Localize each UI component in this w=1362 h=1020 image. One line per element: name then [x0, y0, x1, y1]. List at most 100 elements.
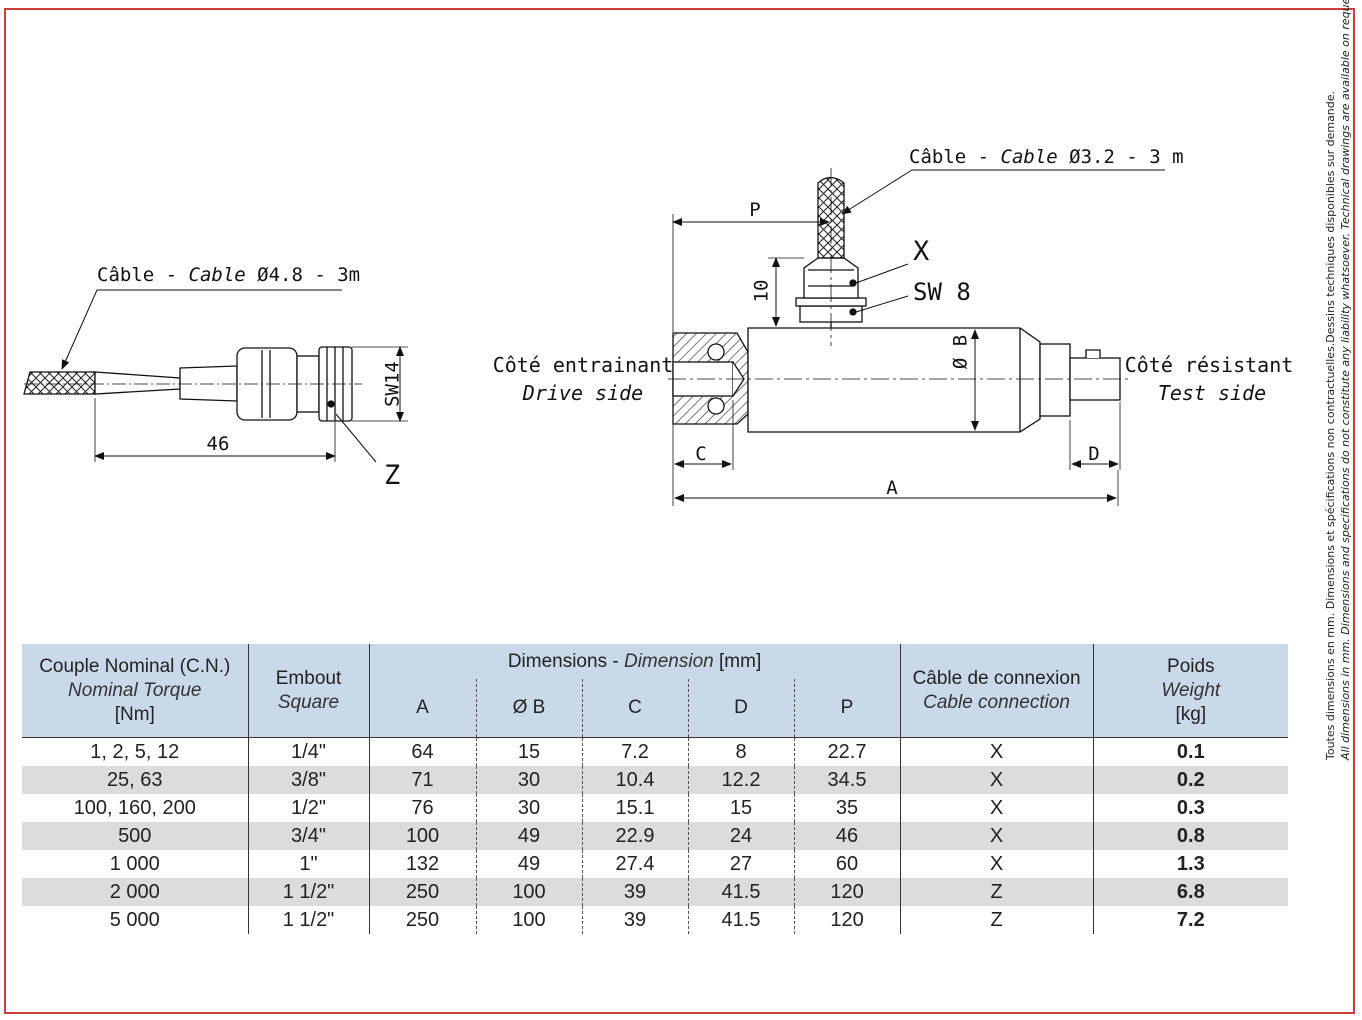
cell-b: 49 [475, 850, 582, 878]
header-dim-p: P [793, 679, 901, 738]
table-row: 25, 63 3/8" 71 30 10.4 12.2 34.5 X 0.2 [22, 766, 1289, 794]
cell-b: 49 [475, 822, 582, 850]
label-sw8: SW 8 [913, 278, 971, 306]
test-side-label-en: Test side [1158, 381, 1266, 405]
cell-square: 3/4" [247, 822, 369, 850]
cell-a: 100 [368, 822, 476, 850]
table-row: 5 000 1 1/2" 250 100 39 41.5 120 Z 7.2 [22, 906, 1289, 934]
dimension-d: D [1088, 443, 1099, 465]
disclaimer-en: All dimensions in mm. Dimensions and spe… [1339, 0, 1352, 760]
cell-p: 46 [793, 822, 901, 850]
cell-weight: 7.2 [1092, 906, 1289, 934]
dimension-c: C [695, 443, 706, 465]
table-row: 500 3/4" 100 49 22.9 24 46 X 0.8 [22, 822, 1289, 850]
cell-torque: 1, 2, 5, 12 [90, 741, 180, 763]
dimension-b: Ø B [950, 335, 972, 369]
disclaimer-note: Toutes dimensions en mm. Dimensions et s… [1323, 0, 1353, 760]
cell-c: 27.4 [581, 850, 688, 878]
label-z: Z [384, 460, 400, 491]
cell-c: 39 [581, 878, 688, 906]
header-dim-b: Ø B [475, 679, 582, 738]
dimension-sw14: SW14 [382, 361, 404, 407]
cell-weight: 0.1 [1092, 737, 1289, 766]
connector-drawing [23, 289, 408, 463]
cable-label-right: Câble - Cable Ø3.2 - 3 m [909, 146, 1184, 168]
cell-b: 30 [475, 794, 582, 822]
cell-weight: 6.8 [1092, 878, 1289, 906]
disclaimer-fr: Toutes dimensions en mm. Dimensions et s… [1324, 90, 1337, 760]
specifications-table: Couple Nominal (C.N.) Nominal Torque [Nm… [22, 644, 1289, 934]
cell-weight: 1.3 [1092, 850, 1289, 878]
table-row: 1 000 1" 132 49 27.4 27 60 X 1.3 [22, 850, 1289, 878]
cell-square: 1/2" [247, 794, 369, 822]
cell-b: 15 [475, 737, 582, 766]
cell-a: 64 [368, 737, 476, 766]
cell-p: 34.5 [793, 766, 901, 794]
cell-torque: 5 000 [109, 909, 160, 931]
cell-d: 24 [687, 822, 794, 850]
dimension-10: 10 [751, 280, 773, 303]
cell-d: 12.2 [687, 766, 794, 794]
page-frame [4, 8, 1355, 1014]
table-row: 1, 2, 5, 12 1/4" 64 15 7.2 8 22.7 X 0.1 [22, 737, 1289, 766]
header-square: Embout Square [247, 644, 369, 738]
cell-torque: 25, 63 [22, 766, 248, 794]
header-cable: Câble de connexion Cable connection [899, 644, 1094, 738]
cell-p: 120 [793, 906, 901, 934]
cell-torque: 500 [22, 822, 248, 850]
cell-cable: X [899, 794, 1094, 822]
label-x: X [913, 236, 929, 267]
cell-b: 100 [475, 878, 582, 906]
cell-b: 100 [475, 906, 582, 934]
table-row: 100, 160, 200 1/2" 76 30 15.1 15 35 X 0.… [22, 794, 1289, 822]
cell-torque: 2 000 [22, 878, 248, 906]
cell-square: 3/8" [247, 766, 369, 794]
cell-cable: Z [899, 878, 1094, 906]
cell-weight: 0.3 [1092, 794, 1289, 822]
cell-torque: 100, 160, 200 [73, 797, 196, 819]
drive-side-label: Côté entrainant [493, 353, 674, 377]
header-dimensions: Dimensions - Dimension [mm] [368, 644, 901, 679]
cell-p: 35 [793, 794, 901, 822]
cell-d: 15 [687, 794, 794, 822]
header-dim-c: C [581, 679, 688, 738]
cable-label-left: Câble - Cable Ø4.8 - 3m [97, 264, 360, 286]
cell-cable: X [899, 766, 1094, 794]
drive-side-label-en: Drive side [522, 381, 643, 405]
cell-a: 250 [368, 878, 476, 906]
cell-d: 8 [687, 737, 794, 766]
cell-square: 1 1/2" [247, 878, 369, 906]
cell-cable: Z [899, 906, 1094, 934]
cell-cable: X [899, 822, 1094, 850]
dimension-p: P [749, 199, 760, 221]
test-side-label: Côté résistant [1125, 353, 1294, 377]
header-dim-a: A [368, 679, 476, 738]
dimension-a: A [886, 477, 898, 499]
cell-cable: X [899, 737, 1094, 766]
header-weight: Poids Weight [kg] [1092, 644, 1289, 738]
cell-a: 132 [368, 850, 476, 878]
cell-torque: 1 000 [109, 853, 160, 875]
header-torque: Couple Nominal (C.N.) Nominal Torque [Nm… [22, 644, 248, 738]
cell-c: 7.2 [581, 737, 688, 766]
cell-cable: X [899, 850, 1094, 878]
cell-b: 30 [475, 766, 582, 794]
cell-d: 41.5 [687, 878, 794, 906]
cell-c: 39 [581, 906, 688, 934]
cell-weight: 0.2 [1092, 766, 1289, 794]
cell-c: 10.4 [581, 766, 688, 794]
sensor-drawing [668, 168, 1165, 506]
header-dim-d: D [687, 679, 794, 738]
cable-left [23, 371, 181, 395]
cell-square: 1/4" [247, 737, 369, 766]
cell-p: 120 [793, 878, 901, 906]
cell-d: 41.5 [687, 906, 794, 934]
technical-drawing: Câble - Cable Ø4.8 - 3m 46 SW14 Z [23, 146, 1294, 506]
cell-p: 22.7 [793, 737, 901, 766]
cell-a: 71 [368, 766, 476, 794]
cell-d: 27 [687, 850, 794, 878]
cell-square: 1 1/2" [247, 906, 369, 934]
cell-c: 15.1 [581, 794, 688, 822]
dimension-46: 46 [207, 433, 230, 455]
cell-p: 60 [793, 850, 901, 878]
